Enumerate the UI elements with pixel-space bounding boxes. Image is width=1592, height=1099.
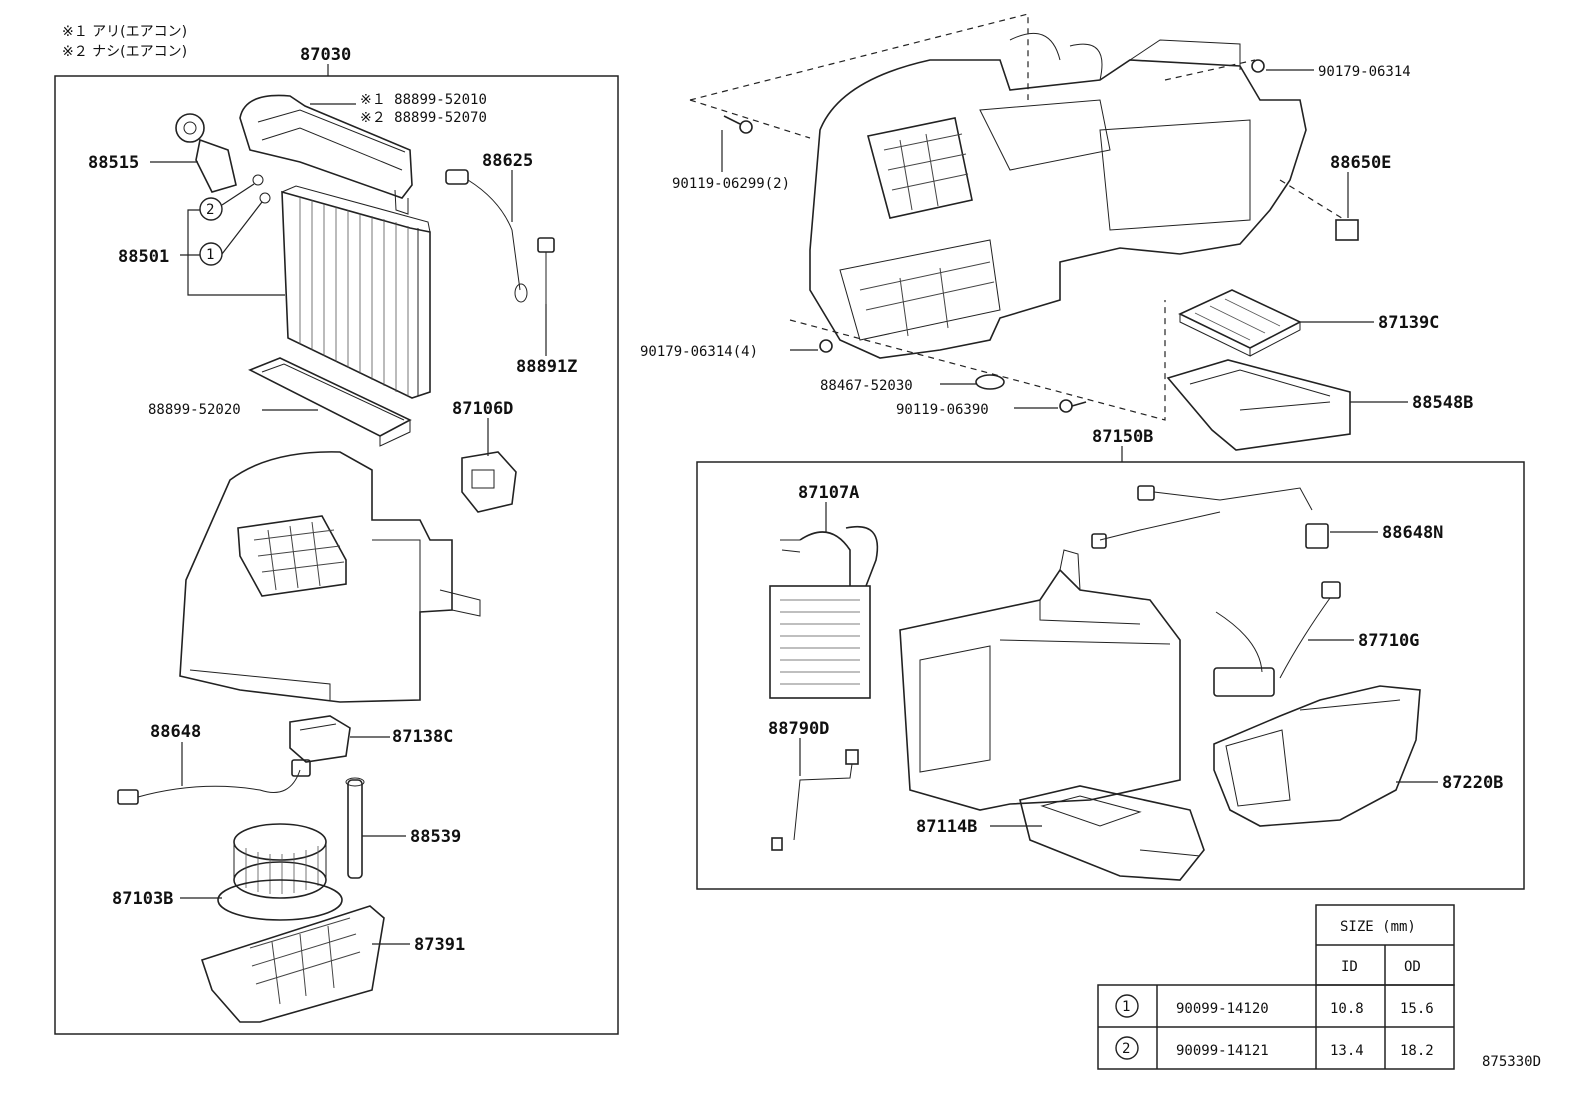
expansion-valve-drawing: [175, 113, 237, 193]
callout-circle-2: [199, 197, 223, 221]
figure-code: 875330D: [1482, 1054, 1541, 1070]
grommet-88467-drawing: [975, 374, 1005, 390]
label-87103b: 87103B: [112, 889, 173, 909]
pressure-switch-drawing: [537, 237, 555, 304]
dashed-envelope-left: [689, 99, 811, 139]
label-87391: 87391: [414, 935, 465, 955]
size-table-row1-id: 10.8: [1330, 1001, 1364, 1017]
evaporator-core-drawing: [281, 185, 431, 399]
assembly-box-87030: [54, 75, 619, 1035]
size-table-row1-mark-circle: [1115, 994, 1139, 1018]
heater-core-drawing: [769, 526, 879, 699]
label-88648: 88648: [150, 722, 201, 742]
label-87150b: 87150B: [1092, 427, 1153, 447]
note-without-ac: ※２ ナシ(エアコン): [62, 44, 187, 60]
size-table: [1097, 904, 1455, 1070]
label-87030: 87030: [300, 45, 351, 65]
bracket-88501-lower: [187, 255, 285, 296]
label-88650e: 88650E: [1330, 153, 1391, 173]
clip-90179-06314-4: [819, 339, 833, 353]
label-88467-52030: 88467-52030: [820, 378, 913, 394]
note-with-ac: ※１ アリ(エアコン): [62, 24, 187, 40]
size-table-row2-od: 18.2: [1400, 1043, 1434, 1059]
label-88899-52020: 88899-52020: [148, 402, 241, 418]
case-87220b-drawing: [1213, 685, 1421, 827]
ac-amplifier-88650e-drawing: [1335, 219, 1359, 241]
size-table-row1-od: 15.6: [1400, 1001, 1434, 1017]
thermistor-drawing: [445, 169, 528, 303]
label-88891z: 88891Z: [516, 357, 577, 377]
leader-callout-2: [221, 183, 255, 206]
blower-resistor-drawing: [289, 715, 351, 763]
label-87114b: 87114B: [916, 817, 977, 837]
label-88548b: 88548B: [1412, 393, 1473, 413]
label-88790d: 88790D: [768, 719, 829, 739]
screw-90119-06390-drawing: [1059, 399, 1087, 413]
label-88501: 88501: [118, 247, 169, 267]
size-table-header-od: OD: [1404, 959, 1421, 975]
drain-hose-drawing: [345, 777, 365, 879]
label-87107a: 87107A: [798, 483, 859, 503]
blower-motor-drawing: [217, 823, 343, 921]
label-87139c: 87139C: [1378, 313, 1439, 333]
dashed-envelope-right: [1164, 59, 1256, 81]
air-filter-87139c-drawing: [1178, 289, 1302, 357]
dashed-to-88650e: [1279, 179, 1346, 221]
label-90119-06390: 90119-06390: [896, 402, 989, 418]
label-90179-06314-top: 90179-06314: [1318, 64, 1411, 80]
leader-callout-1: [221, 201, 263, 255]
servo-motor-drawing: [461, 451, 517, 513]
size-table-row2-mark-circle: [1115, 1036, 1139, 1060]
clip-90179-06314-top: [1251, 59, 1265, 73]
filter-cover-88548b-drawing: [1166, 359, 1351, 451]
size-table-row1-part: 90099-14120: [1176, 1001, 1269, 1017]
label-87138c: 87138C: [392, 727, 453, 747]
label-88625: 88625: [482, 151, 533, 171]
o-ring-1-drawing: [259, 192, 271, 204]
label-90179-06314-4: 90179-06314(4): [640, 344, 758, 360]
left-housing-drawing: [179, 451, 481, 703]
bracket-88501-upper: [187, 209, 200, 255]
harness-87710g-drawing: [1213, 581, 1341, 697]
label-88899-52010: ※１ 88899-52010: [360, 92, 487, 108]
size-table-header-size: SIZE (mm): [1340, 919, 1416, 935]
label-88515: 88515: [88, 153, 139, 173]
callout-2-text: 2: [206, 202, 214, 218]
size-table-header-id: ID: [1341, 959, 1358, 975]
wire-harness-88648-drawing: [117, 759, 311, 805]
label-88648n: 88648N: [1382, 523, 1443, 543]
sensor-88790d-drawing: [771, 749, 859, 851]
size-table-row2-part: 90099-14121: [1176, 1043, 1269, 1059]
size-table-row1-mark: 1: [1122, 999, 1130, 1015]
label-87106d: 87106D: [452, 399, 513, 419]
packing-seal-drawing: [248, 357, 412, 447]
assembly-box-87150b: [696, 461, 1525, 890]
heater-unit-assembly-drawing: [809, 32, 1307, 359]
lower-case-drawing: [200, 905, 385, 1023]
label-88539: 88539: [410, 827, 461, 847]
label-87220b: 87220B: [1442, 773, 1503, 793]
size-table-row2-mark: 2: [1122, 1041, 1130, 1057]
callout-1-text: 1: [206, 247, 214, 263]
evaporator-cover-drawing: [239, 94, 413, 215]
label-90119-06299: 90119-06299(2): [672, 176, 790, 192]
size-table-row2-id: 13.4: [1330, 1043, 1364, 1059]
dashed-envelope-bottom: [789, 300, 1166, 421]
harness-88648n-drawing: [1091, 485, 1329, 549]
o-ring-2-drawing: [252, 174, 264, 186]
heater-case-drawing: [899, 549, 1181, 811]
label-87710g: 87710G: [1358, 631, 1419, 651]
label-88899-52070: ※２ 88899-52070: [360, 110, 487, 126]
lower-case-87114b-drawing: [1019, 785, 1205, 881]
screw-90119-06299-drawing: [723, 115, 753, 134]
